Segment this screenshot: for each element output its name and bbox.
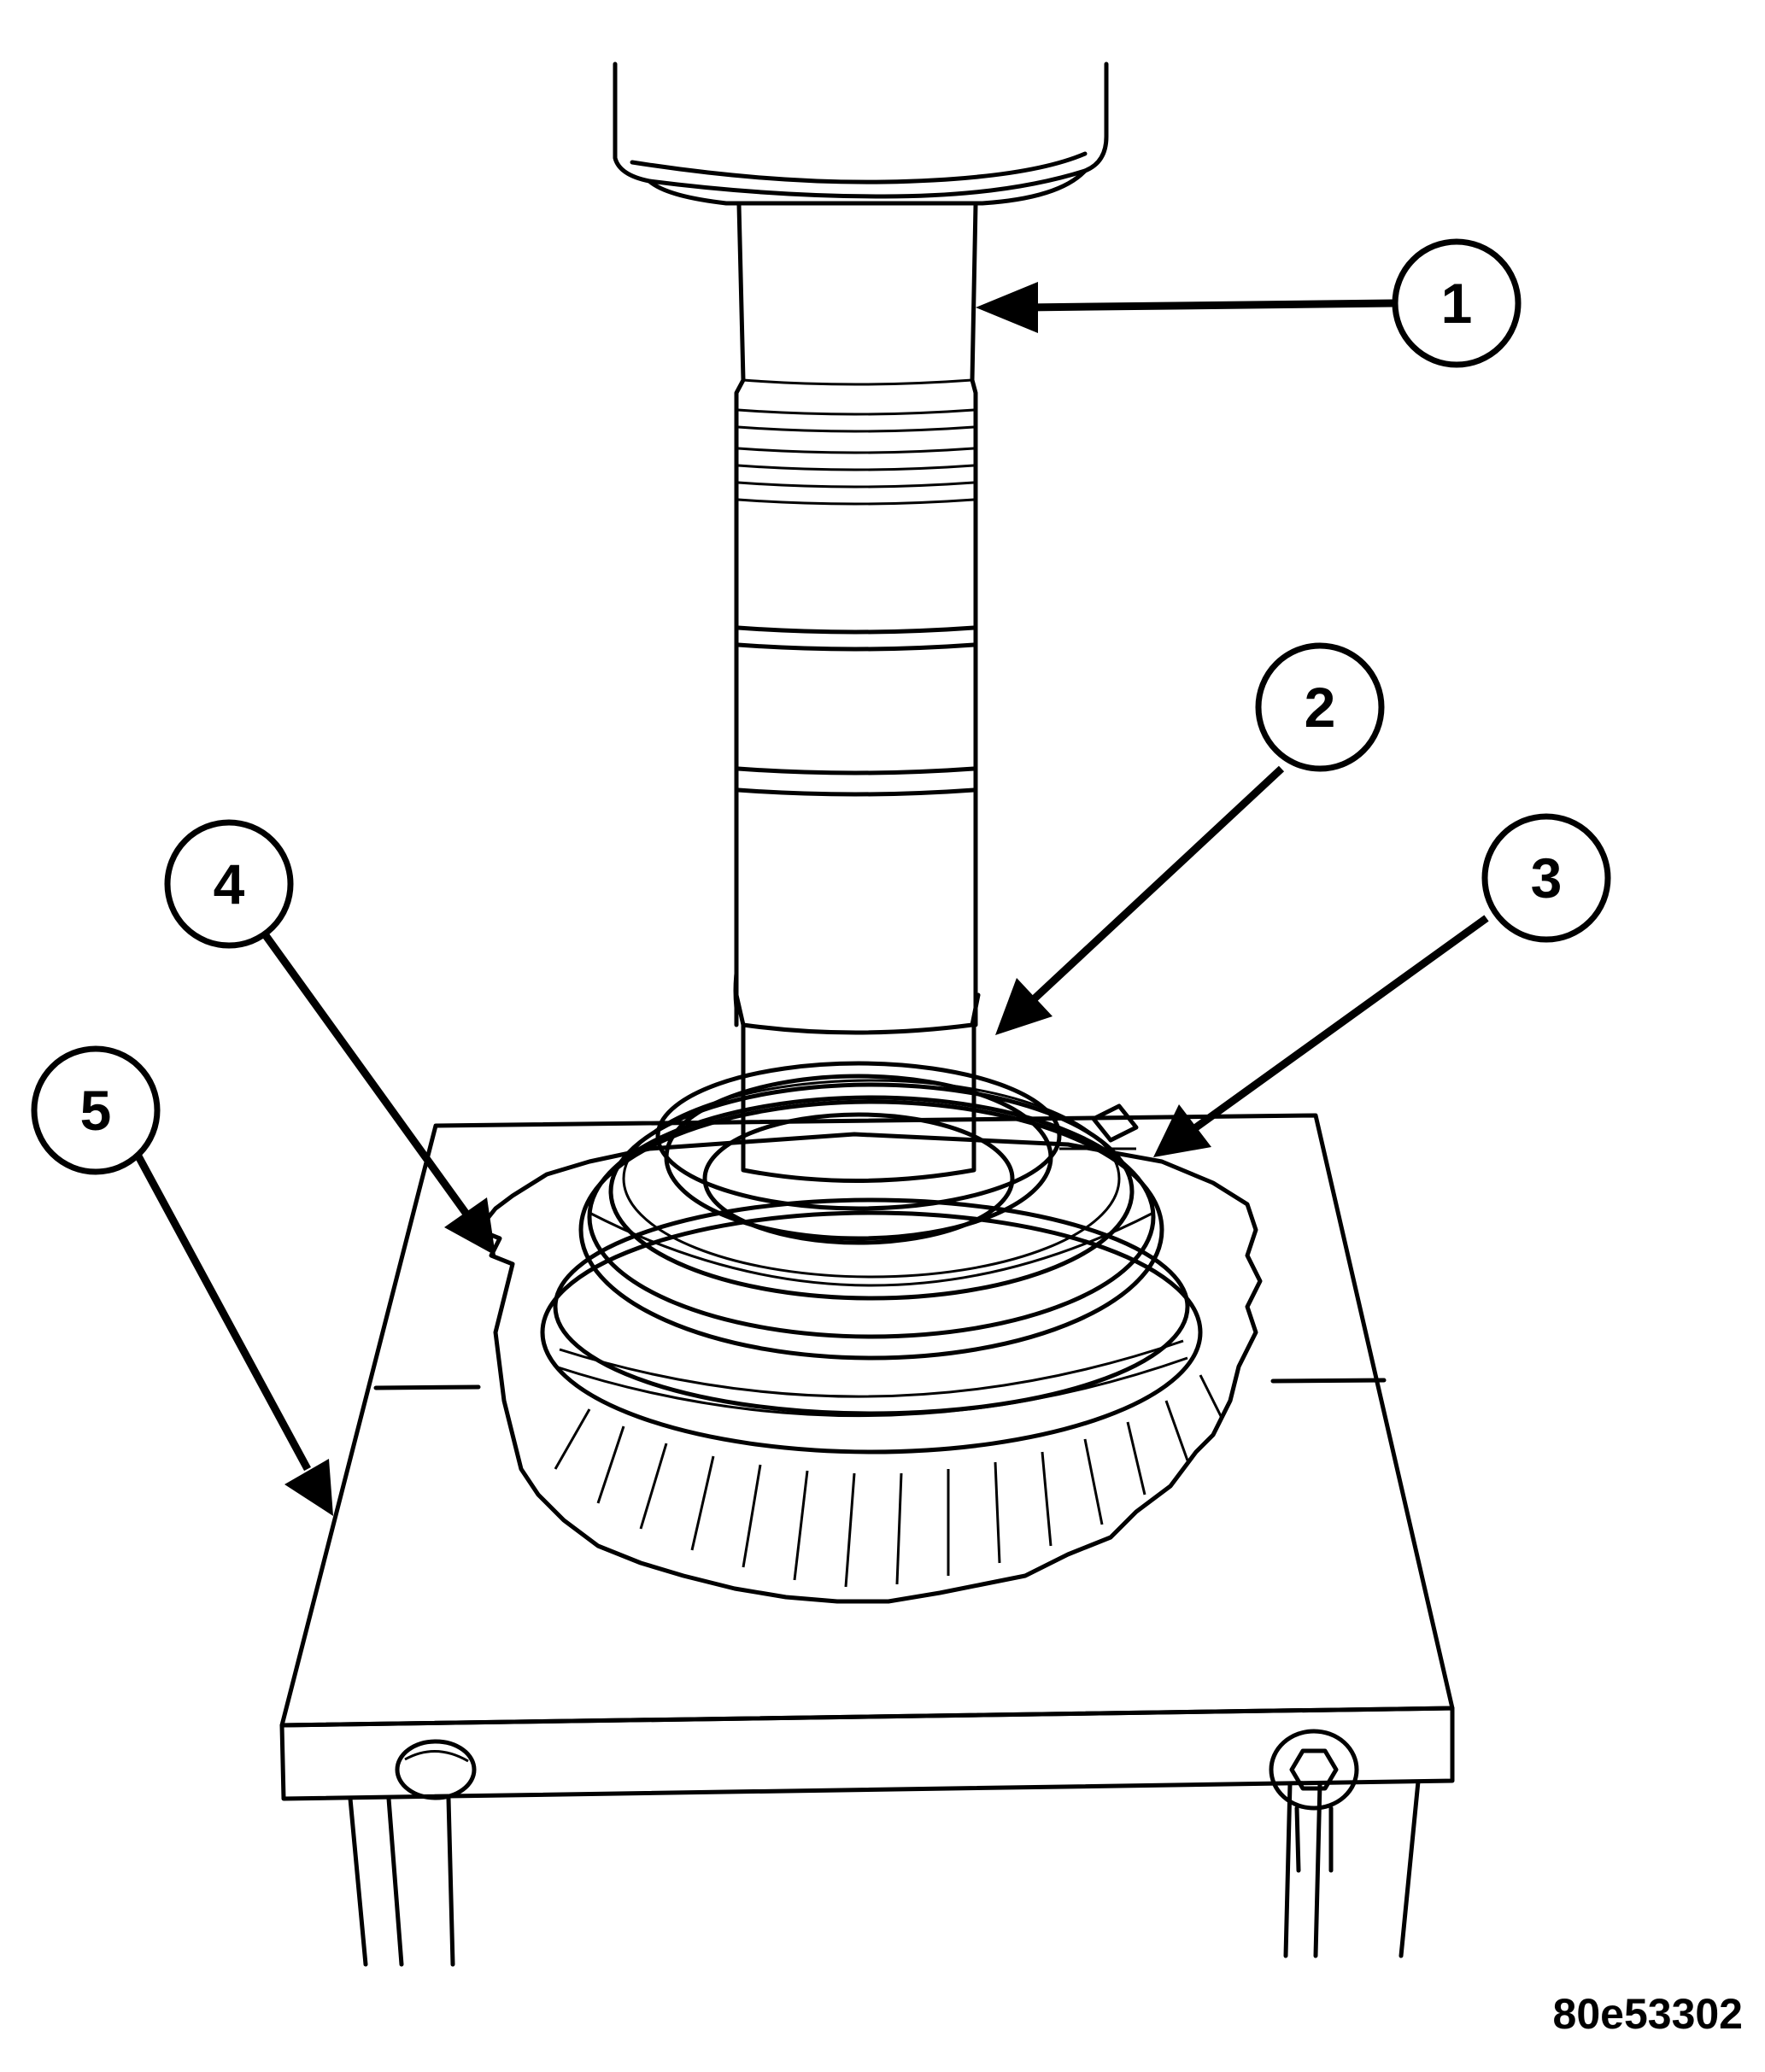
callout-1-number: 1	[1441, 272, 1473, 335]
callout-leaders	[133, 282, 1489, 1516]
gear-assembly	[476, 1022, 1263, 1604]
callout-4-number: 4	[214, 852, 245, 916]
leader-4	[253, 920, 469, 1215]
leader-3-arrowhead	[1153, 1104, 1211, 1157]
leader-5	[133, 1150, 311, 1472]
figure-id: 80e53302	[1553, 1990, 1743, 2038]
leader-5-arrowhead	[284, 1459, 333, 1516]
leader-4-arrowhead	[444, 1197, 495, 1255]
press-ram-tool	[613, 61, 1109, 1035]
callout-2: 2	[1255, 642, 1385, 772]
leader-3	[1193, 915, 1489, 1131]
leader-1	[1024, 299, 1393, 312]
callout-1: 1	[1392, 238, 1522, 368]
callout-3-balloon	[1481, 813, 1611, 943]
callout-4: 4	[164, 819, 294, 949]
callout-2-number: 2	[1305, 676, 1336, 739]
callout-5-number: 5	[80, 1079, 112, 1142]
callout-2-balloon	[1255, 642, 1385, 772]
callout-1-balloon	[1392, 238, 1522, 368]
leader-2	[1030, 765, 1285, 1003]
callout-3: 3	[1481, 813, 1611, 943]
leader-1-arrowhead	[976, 282, 1038, 333]
callout-3-number: 3	[1531, 846, 1563, 910]
callout-5: 5	[31, 1045, 161, 1175]
press-support-stand	[279, 1113, 1455, 1967]
leader-2-arrowhead	[995, 978, 1053, 1035]
callout-5-balloon	[31, 1045, 161, 1175]
callout-4-balloon	[164, 819, 294, 949]
